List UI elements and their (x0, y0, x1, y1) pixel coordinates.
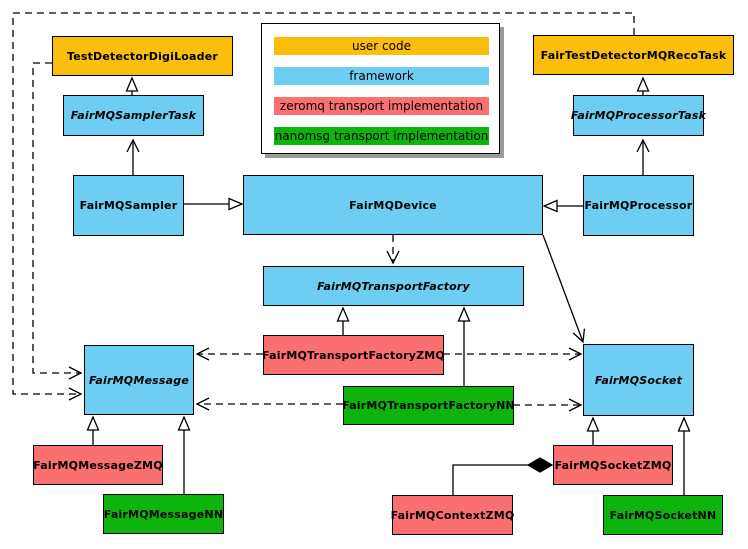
class-fairmqtransportfactoryzmq: FairMQTransportFactoryZMQ (262, 335, 445, 375)
legend: user code framework zeromq transport imp… (261, 23, 500, 154)
legend-item-zeromq: zeromq transport implementation (274, 97, 489, 115)
edge-contextzmq-socketzmq (452, 464, 528, 495)
class-fairmqsampler: FairMQSampler (73, 175, 184, 236)
edge-device-socket (542, 234, 586, 344)
class-fairmqtransportfactorynn: FairMQTransportFactoryNN (342, 386, 515, 425)
class-fairmqmessagezmq: FairMQMessageZMQ (33, 445, 163, 485)
class-fairmqprocessor: FairMQProcessor (583, 175, 694, 236)
class-fairmqdevice: FairMQDevice (243, 175, 543, 235)
class-fairtestdetectormqrecotask: FairTestDetectorMQRecoTask (533, 35, 734, 75)
class-fairmqcontextzmq: FairMQContextZMQ (391, 495, 514, 535)
edge-digiloader-message (32, 62, 83, 380)
class-fairmqsocketzmq: FairMQSocketZMQ (553, 445, 673, 485)
class-fairmqsamplertask: FairMQSamplerTask (63, 95, 204, 136)
edge-recotask-message (12, 12, 635, 401)
legend-item-framework: framework (274, 67, 489, 85)
class-fairmqtransportfactory: FairMQTransportFactory (263, 266, 524, 306)
class-fairmqsocketnn: FairMQSocketNN (603, 495, 723, 535)
class-fairmqmessage: FairMQMessage (84, 345, 194, 415)
composition-diamond-icon (526, 457, 554, 473)
legend-item-user-code: user code (274, 37, 489, 55)
legend-item-nanomsg: nanomsg transport implementation (274, 127, 489, 145)
class-testdetectordigiloader: TestDetectorDigiLoader (52, 36, 233, 76)
class-fairmqsocket: FairMQSocket (583, 344, 694, 416)
class-fairmqmessagenn: FairMQMessageNN (103, 494, 224, 534)
class-fairmqprocessortask: FairMQProcessorTask (571, 95, 706, 136)
